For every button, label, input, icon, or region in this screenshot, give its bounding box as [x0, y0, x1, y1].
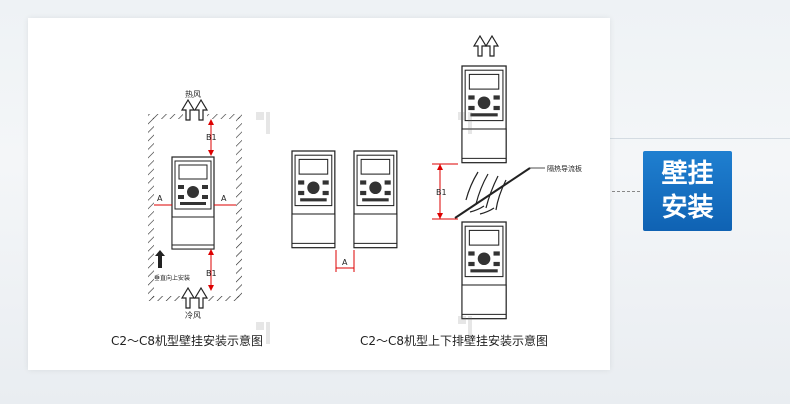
wall-mount-badge: 壁挂 安装: [643, 151, 732, 231]
heat-guide-label: 隔热导流板: [547, 164, 582, 173]
a-gap-label: A: [342, 258, 348, 267]
connector-dash: [612, 191, 640, 192]
top-air-arrow-1: [473, 35, 487, 57]
inverter-unit-left: [291, 150, 336, 249]
hot-air-arrow-2: [194, 99, 208, 121]
cold-air-arrow-2: [194, 287, 208, 309]
cold-air-arrow-1: [181, 287, 195, 309]
badge-line-2: 安装: [661, 193, 714, 223]
top-air-arrow-2: [485, 35, 499, 57]
cold-air-label: 冷风: [185, 310, 201, 320]
b1-top-label: B1: [206, 133, 217, 142]
a-left-label: A: [157, 194, 163, 203]
top-wall-left: [148, 114, 183, 119]
left-wall-mount-diagram: 热风 B1 A A B1 垂直向上安装 冷风: [148, 89, 242, 320]
vertical-arrow-icon: [155, 250, 165, 268]
a-right-label: A: [221, 194, 227, 203]
left-wall: [148, 117, 154, 298]
hot-air-arrow-1: [181, 99, 195, 121]
bottom-wall-left: [148, 296, 183, 301]
left-caption: C2～C8机型壁挂安装示意图: [111, 334, 264, 348]
background-line: [610, 138, 790, 139]
hot-air-label: 热风: [185, 89, 201, 99]
inverter-unit: [171, 156, 215, 250]
vertical-install-label: 垂直向上安装: [154, 274, 190, 282]
inverter-unit-right: [353, 150, 398, 249]
top-wall-right: [207, 114, 242, 119]
right-caption: C2～C8机型上下排壁挂安装示意图: [360, 334, 549, 348]
side-by-side-diagram: A: [291, 150, 398, 272]
b1-bottom-label: B1: [206, 269, 217, 278]
badge-line-1: 壁挂: [661, 159, 714, 189]
right-wall: [236, 117, 242, 298]
stacked-diagram: 隔热导流板 B1: [432, 35, 582, 320]
inverter-unit-bottom: [461, 221, 507, 320]
watermark-logos: [256, 112, 472, 344]
b1-stack-label: B1: [436, 188, 447, 197]
bottom-wall-right: [207, 296, 242, 301]
